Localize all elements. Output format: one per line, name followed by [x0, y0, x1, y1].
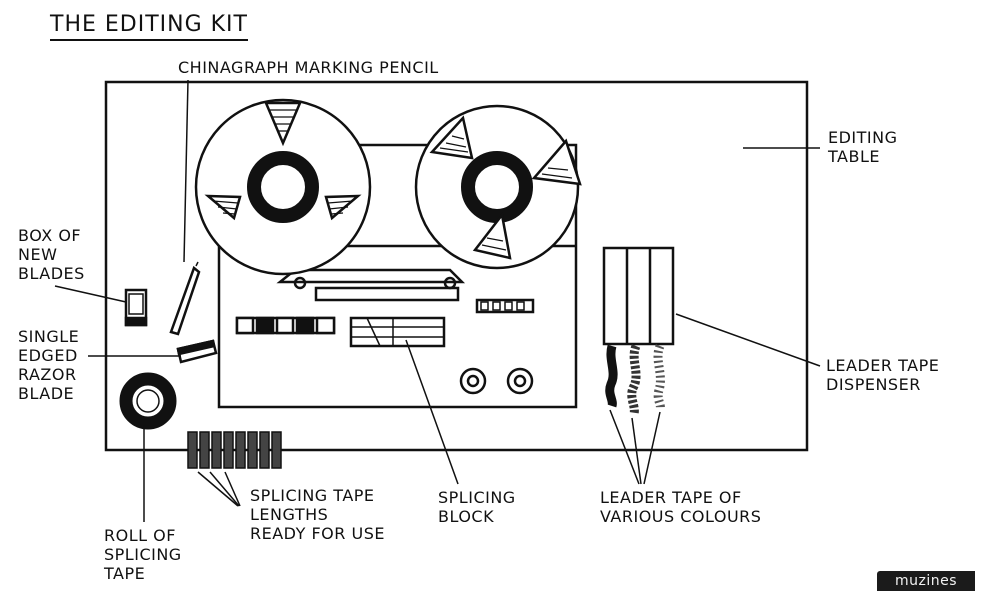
watermark-text: muzines — [894, 573, 958, 589]
label-leader-tape-colours: LEADER TAPE OF VARIOUS COLOURS — [600, 488, 762, 526]
editing-table — [104, 80, 809, 452]
label-box-of-new-blades: BOX OF NEW BLADES — [18, 226, 85, 283]
leader-lines — [54, 79, 821, 522]
label-splicing-tape-lengths: SPLICING TAPE LENGTHS READY FOR USE — [250, 486, 385, 543]
razor-blade — [176, 339, 218, 364]
leader-tapes — [605, 344, 665, 416]
watermark-badge: muzines — [877, 571, 975, 591]
label-chinagraph-pencil: CHINAGRAPH MARKING PENCIL — [178, 58, 439, 77]
page-title: THE EDITING KIT — [50, 12, 248, 41]
chinagraph-pencil — [169, 261, 201, 336]
control-buttons — [235, 316, 336, 335]
label-single-edged-razor-blade: SINGLE EDGED RAZOR BLADE — [18, 327, 80, 403]
label-roll-of-splicing-tape: ROLL OF SPLICING TAPE — [104, 526, 182, 583]
splicing-tape-lengths — [187, 431, 282, 469]
box-of-blades — [124, 288, 148, 327]
left-reel — [194, 98, 372, 276]
label-splicing-block: SPLICING BLOCK — [438, 488, 516, 526]
label-editing-table: EDITING TABLE — [828, 128, 898, 166]
right-reel — [414, 104, 582, 270]
roll-of-splicing-tape — [119, 372, 177, 430]
leader-tape-dispenser — [602, 246, 675, 346]
tape-counter — [475, 298, 535, 314]
control-knobs — [459, 367, 534, 395]
label-leader-tape-dispenser: LEADER TAPE DISPENSER — [826, 356, 940, 394]
tape-recorder-body — [217, 143, 578, 409]
splicing-block — [349, 316, 446, 348]
head-plate — [314, 286, 460, 302]
